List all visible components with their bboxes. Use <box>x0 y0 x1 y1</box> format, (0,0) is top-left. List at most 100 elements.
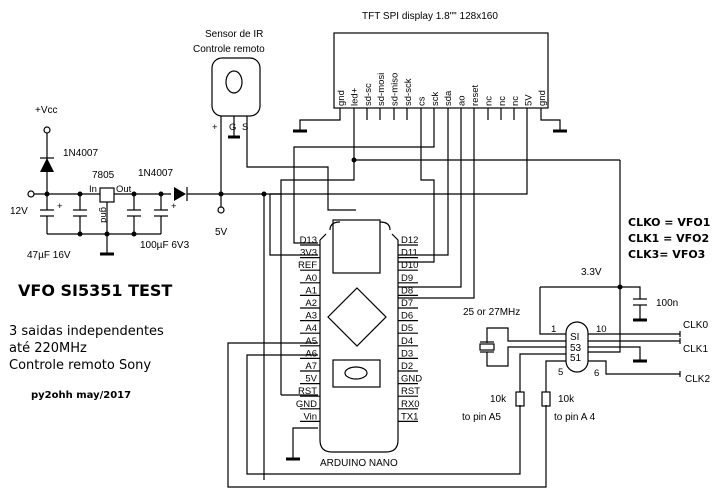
arduino-label: ARDUINO NANO <box>320 458 398 469</box>
clk0-label: CLK0 <box>683 320 708 331</box>
supply-label: 3.3V <box>581 267 602 278</box>
arduino-pin-label: REF <box>298 260 317 271</box>
pin6-label: 6 <box>594 368 599 379</box>
arduino-pin-label: D10 <box>401 260 418 271</box>
arduino-pin-label: D12 <box>401 235 418 246</box>
display-pin-label: nc <box>483 96 494 106</box>
cap1-label: 47µF 16V <box>27 250 71 261</box>
display-pin-label: gnd <box>336 90 347 106</box>
arduino-pin-label: RST <box>401 386 420 397</box>
arduino-pin-label: GND <box>401 374 422 385</box>
display-pin-label: sd-mosi <box>376 73 387 106</box>
display-wiring <box>270 108 621 395</box>
plus-sign: + <box>171 201 177 212</box>
arduino-pin-label: D2 <box>401 361 413 372</box>
description-line-3: Controle remoto Sony <box>9 358 151 373</box>
pin1-label: 1 <box>551 324 556 335</box>
ir-pin-g: G <box>229 122 236 133</box>
arduino-pin-label: A3 <box>305 311 317 322</box>
arduino-pin-label: A1 <box>305 285 317 296</box>
display-pin-label: sd-sc <box>363 83 374 106</box>
legend-clk2: CLK3= VFO3 <box>628 248 705 261</box>
r1-label: 10k <box>490 394 507 405</box>
arduino-pin-label: A7 <box>305 361 317 372</box>
display-pin-label: led+ <box>349 87 360 106</box>
arduino-pin-label: A0 <box>305 273 317 284</box>
r2-label: 10k <box>558 394 575 405</box>
arduino-pin-label: GND <box>296 399 317 410</box>
display-pin-label: nc <box>497 96 508 106</box>
diode2-label: 1N4007 <box>138 168 173 179</box>
plus-sign: + <box>57 201 63 212</box>
crystal-label: 25 or 27MHz <box>463 307 520 318</box>
arduino-pin-label: Vin <box>303 411 317 422</box>
reg-out-label: Out <box>116 184 132 195</box>
arduino-pin-label: A5 <box>305 336 317 347</box>
legend-clk0: CLKO = VFO1 <box>628 216 710 229</box>
clk1-label: CLK1 <box>683 344 708 355</box>
display-pin-label: 5V <box>524 94 535 106</box>
r1-note: to pin A5 <box>462 412 501 423</box>
arduino-pin-label: D5 <box>401 323 413 334</box>
pin5-label: 5 <box>558 367 563 378</box>
arduino-pin-label: D4 <box>401 336 413 347</box>
arduino-pin-label: TX1 <box>401 411 418 422</box>
arduino-3v3-wire <box>269 194 318 256</box>
tft-display <box>333 32 549 109</box>
arduino-pin-label: D7 <box>401 298 413 309</box>
r2-note: to pin A 4 <box>554 412 596 423</box>
arduino-gnd-wire <box>292 427 318 458</box>
chip-label-2: 53 <box>570 343 582 354</box>
arduino-pin-label: 5V <box>305 374 317 385</box>
input-voltage-label: 12V <box>10 206 28 217</box>
cap-100n-label: 100n <box>656 298 678 309</box>
display-pin-label: sda <box>443 90 454 106</box>
arduino-pin-label: A2 <box>305 298 317 309</box>
arduino-pin-label: D3 <box>401 348 413 359</box>
author-credit: py2ohh may/2017 <box>31 390 131 401</box>
arduino-pin-label: 3V3 <box>300 248 317 259</box>
arduino-pin-label: D8 <box>401 285 413 296</box>
display-pin-label: cs <box>416 96 427 106</box>
arduino-pin-label: D6 <box>401 311 413 322</box>
display-pin-label: sd-miso <box>390 73 401 106</box>
clk2-label: CLK2 <box>685 374 710 385</box>
arduino-pin-label: A6 <box>305 348 317 359</box>
arduino-pin-label: A4 <box>305 323 317 334</box>
display-pin-label: gnd <box>537 90 548 106</box>
ir-pin-s: S <box>242 122 248 133</box>
cap2-label: 100µF 6V3 <box>140 240 190 251</box>
pin10-label: 10 <box>596 324 607 335</box>
chip-label-1: SI <box>570 332 579 343</box>
ir-sensor-label-1: Sensor de IR <box>205 29 263 40</box>
ir-sensor-label-2: Controle remoto <box>193 44 265 55</box>
a5-wire <box>246 354 521 475</box>
power-supply: +Vcc 1N4007 12V 7805 In Out gnd + <box>10 105 281 480</box>
chip-label-3: 51 <box>570 353 582 364</box>
diode1-label: 1N4007 <box>63 148 98 159</box>
ir-pin-plus: + <box>212 122 218 133</box>
description-line-1: 3 saidas independentes <box>9 324 164 339</box>
display-title: TFT SPI display 1.8"" 128x160 <box>362 11 498 22</box>
reg-in-label: In <box>89 184 97 195</box>
si5351-section: 3.3V 100n SI 53 51 1 10 5 6 CLK0 CLK1 CL… <box>462 267 710 423</box>
ir-signal-wire <box>246 145 356 211</box>
display-pin-label: sd-sck <box>403 78 414 106</box>
display-pin-label: reset <box>470 85 481 106</box>
vcc-label: +Vcc <box>35 105 58 116</box>
arduino-pin-label: D13 <box>300 235 317 246</box>
diagram-title: VFO SI5351 TEST <box>18 281 172 300</box>
legend-clk1: CLK1 = VFO2 <box>628 232 709 245</box>
description-line-2: até 220MHz <box>9 341 87 356</box>
display-pin-label: nc <box>510 96 521 106</box>
display-pin-label: sck <box>430 92 441 107</box>
ir-sensor: + G S <box>211 57 261 145</box>
display-pin-label: ao <box>457 95 468 106</box>
reg-gnd-label: gnd <box>98 207 109 223</box>
arduino-pin-label: RX0 <box>401 399 419 410</box>
output-voltage-label: 5V <box>215 227 228 238</box>
arduino-pin-label: D11 <box>401 248 418 259</box>
arduino-pin-label: RST <box>298 386 317 397</box>
